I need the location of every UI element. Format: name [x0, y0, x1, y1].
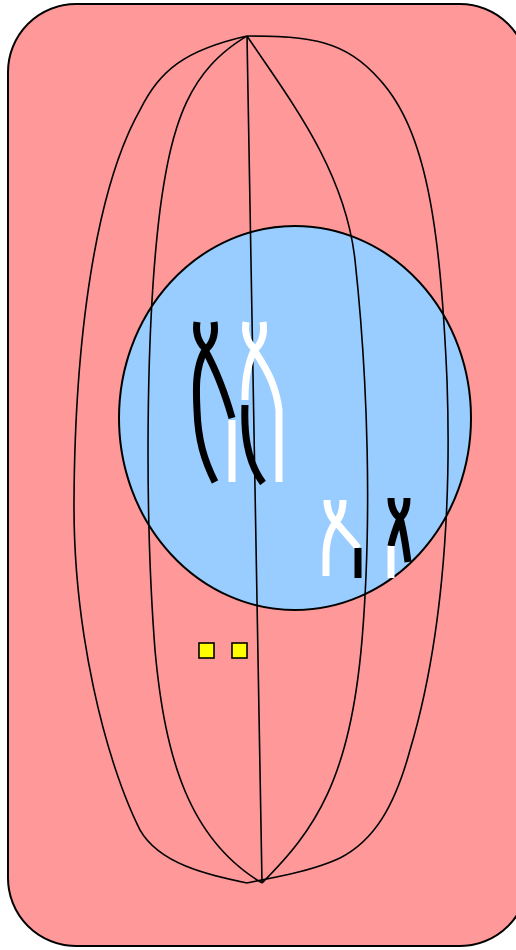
centriole — [232, 643, 247, 658]
centriole — [199, 643, 214, 658]
nucleus — [119, 226, 471, 610]
